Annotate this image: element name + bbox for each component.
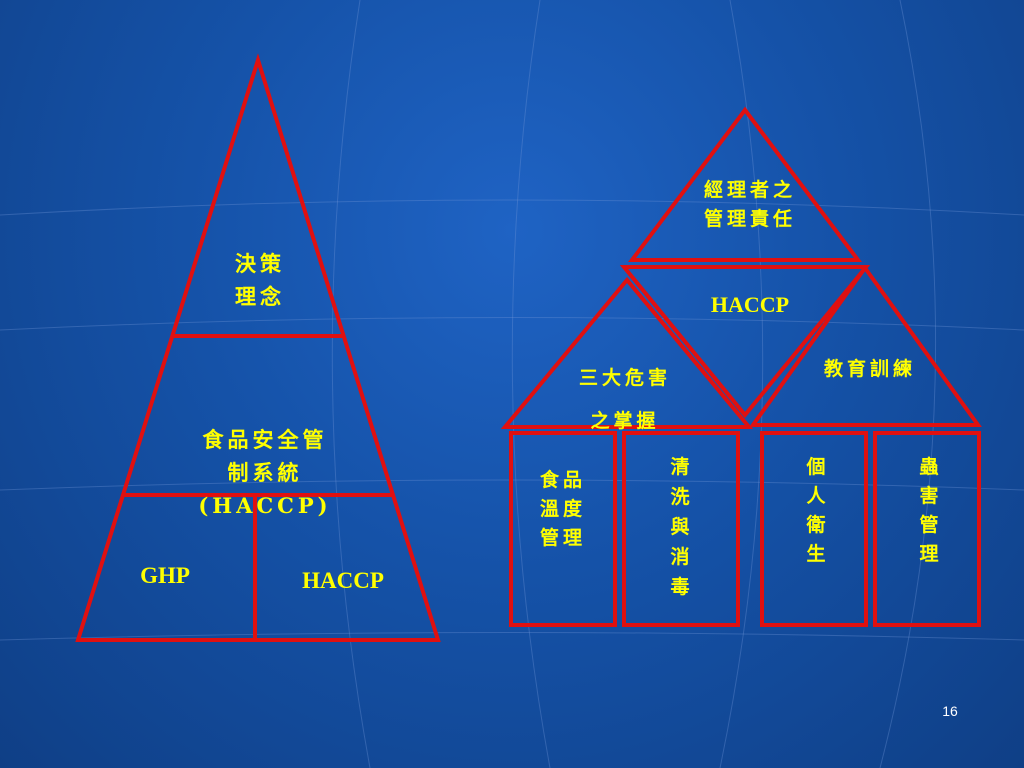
pyramid-bottom-right-label: HACCP — [302, 568, 384, 593]
pillar-4-label: 蟲 害 管 理 — [919, 456, 943, 565]
left-roof-label-line1: 三大危害 — [578, 367, 671, 389]
right-house — [500, 106, 982, 627]
pillar-1-box — [509, 431, 617, 627]
roof-top-label: 經理者之 管理責任 — [703, 179, 796, 230]
center-inverted-triangle — [619, 265, 871, 419]
pillar-3-label: 個 人 衛 生 — [806, 456, 830, 565]
roof-top-triangle — [627, 106, 863, 262]
pyramid-middle-label: 食品安全管 制系統 (HACCP) — [160, 390, 370, 522]
pillar-3-box — [760, 431, 868, 627]
left-pyramid — [75, 53, 441, 642]
left-roof-triangle — [500, 276, 754, 429]
pyramid-middle-text: 食品安全管 制系統 (HACCP) — [198, 427, 332, 518]
left-pyramid-outline — [75, 53, 441, 642]
right-roof-label: 教育訓練 — [823, 358, 916, 380]
pillar-2-box — [622, 431, 740, 627]
pillar-2-label: 清 洗 與 消 毒 — [670, 456, 694, 598]
pyramid-bottom-left-label: GHP — [140, 563, 190, 588]
pyramid-top-label: 決策 理念 — [235, 251, 285, 309]
left-roof-label-line2: 之掌握 — [590, 410, 660, 432]
center-haccp-label: HACCP — [710, 292, 790, 317]
pillar-1-label: 食品 溫度 管理 — [539, 469, 586, 549]
right-roof-triangle — [749, 264, 982, 427]
page-number: 16 — [942, 703, 958, 719]
pillar-4-box — [873, 431, 981, 627]
